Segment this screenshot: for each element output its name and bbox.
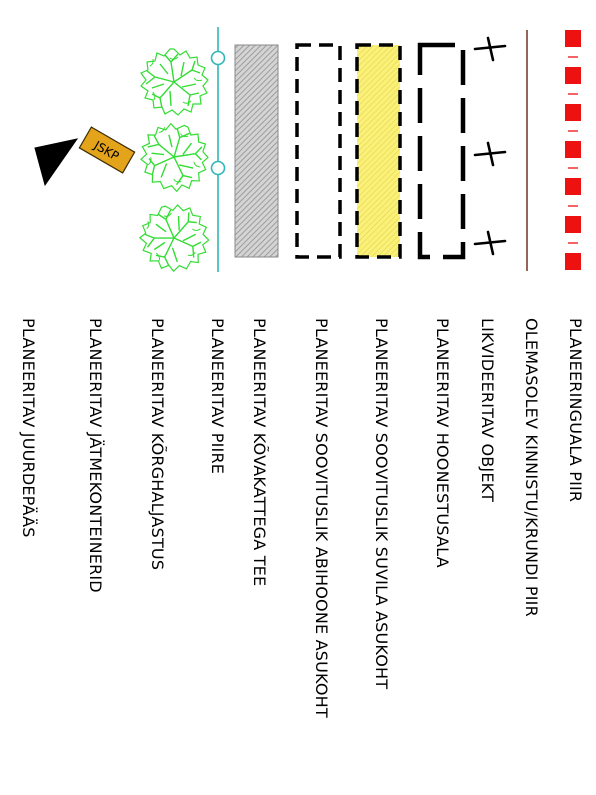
waste-container-icon: JSKP [78,126,136,174]
auxiliary-building-icon [295,43,342,259]
legend-label-tall-greenery: PLANEERITAV KÕRGHALJASTUS [148,318,167,571]
building-area-icon [417,42,466,260]
tree-icon [129,48,220,280]
legend-label-waste-containers: PLANEERITAV JÄTMEKONTEINERID [86,318,105,593]
legend-label-object-to-demolish: LIKVIDEERITAV OBJEKT [478,318,497,503]
legend-label-existing-property-boundary: OLEMASOLEV KINNISTU/KRUNDI PIIR [522,318,541,617]
red-dashed-boundary-icon [565,30,581,270]
summerhouse-location-icon [355,43,402,259]
paved-road-icon [234,44,279,258]
legend-label-building-area: PLANEERITAV HOONESTUSALA [433,318,452,568]
legend-label-summerhouse-location: PLANEERITAV SOOVITUSLIK SUVILA ASUKOHT [372,318,391,690]
legend-label-planning-area-boundary: PLANEERINGUALA PIIR [566,318,585,503]
access-arrow-icon [34,138,79,187]
legend-label-access-road: PLANEERITAV JUURDEPÄÄS [19,318,38,538]
legend-label-auxiliary-building-location: PLANEERITAV SOOVITUSLIK ABIHOONE ASUKOHT [312,318,331,718]
fence-icon [210,27,226,272]
legend-label-fence: PLANEERITAV PIIRE [208,318,227,475]
legend-label-paved-road: PLANEERITAV KÕVAKATTEGA TEE [250,318,269,587]
demolition-cross-icon [473,36,507,256]
